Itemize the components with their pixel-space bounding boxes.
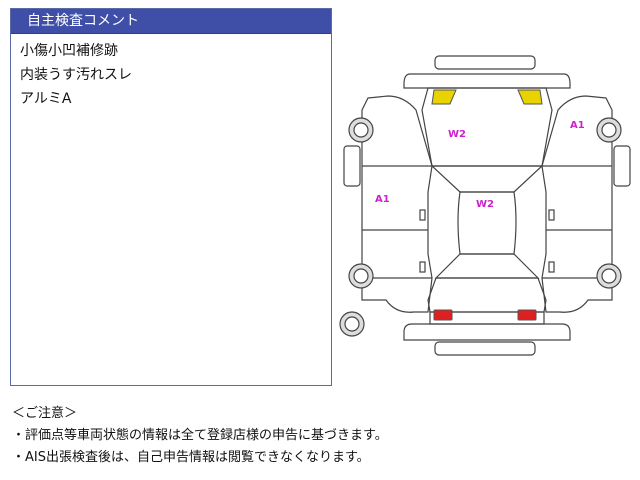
notice-line: ・AIS出張検査後は、自己申告情報は閲覧できなくなります。	[12, 450, 370, 465]
comment-panel-title: 自主検査コメント	[11, 9, 331, 34]
rear-bumper	[403, 323, 571, 341]
rear-bumper-bottom	[434, 341, 536, 356]
trunk-panel	[429, 311, 545, 325]
right-mirror	[613, 145, 631, 187]
comment-item: アルミA	[20, 91, 72, 107]
right-taillight	[517, 309, 537, 321]
windshield	[430, 165, 544, 193]
comment-item: 小傷小凹補修跡	[20, 43, 118, 59]
front-left-wheel	[348, 117, 374, 143]
left-mirror	[343, 145, 361, 187]
right-handle-front	[548, 209, 555, 221]
rear-left-wheel	[348, 263, 374, 289]
left-handle-rear	[419, 261, 426, 273]
right-handle-rear	[548, 261, 555, 273]
front-right-wheel	[596, 117, 622, 143]
marker-hood: W2	[448, 129, 466, 140]
inspection-comment-panel: 自主検査コメント 小傷小凹補修跡 内装うす汚れスレ アルミA	[10, 8, 332, 386]
front-bumper-top	[434, 55, 536, 70]
notice-section: ＜ご注意＞ ・評価点等車両状態の情報は全て登録店様の申告に基づきます。 ・AIS…	[12, 403, 388, 469]
notice-heading: ＜ご注意＞	[12, 406, 78, 421]
notice-line: ・評価点等車両状態の情報は全て登録店様の申告に基づきます。	[12, 428, 388, 443]
rear-window	[434, 253, 540, 279]
comment-list: 小傷小凹補修跡 内装うす汚れスレ アルミA	[11, 34, 331, 111]
left-taillight	[433, 309, 453, 321]
comment-item: 内装うす汚れスレ	[20, 67, 132, 83]
spare-wheel	[339, 311, 365, 337]
marker-left-door: A1	[375, 194, 390, 205]
trunk	[427, 277, 547, 313]
right-headlight	[517, 89, 543, 105]
wheels	[339, 117, 622, 337]
vehicle-condition-diagram: W2 A1 A1 W2	[339, 55, 631, 356]
rear-right-wheel	[596, 263, 622, 289]
marker-right-front: A1	[570, 120, 585, 131]
front-bumper	[403, 73, 571, 89]
marker-roof: W2	[476, 199, 494, 210]
left-handle-front	[419, 209, 426, 221]
left-headlight	[431, 89, 457, 105]
